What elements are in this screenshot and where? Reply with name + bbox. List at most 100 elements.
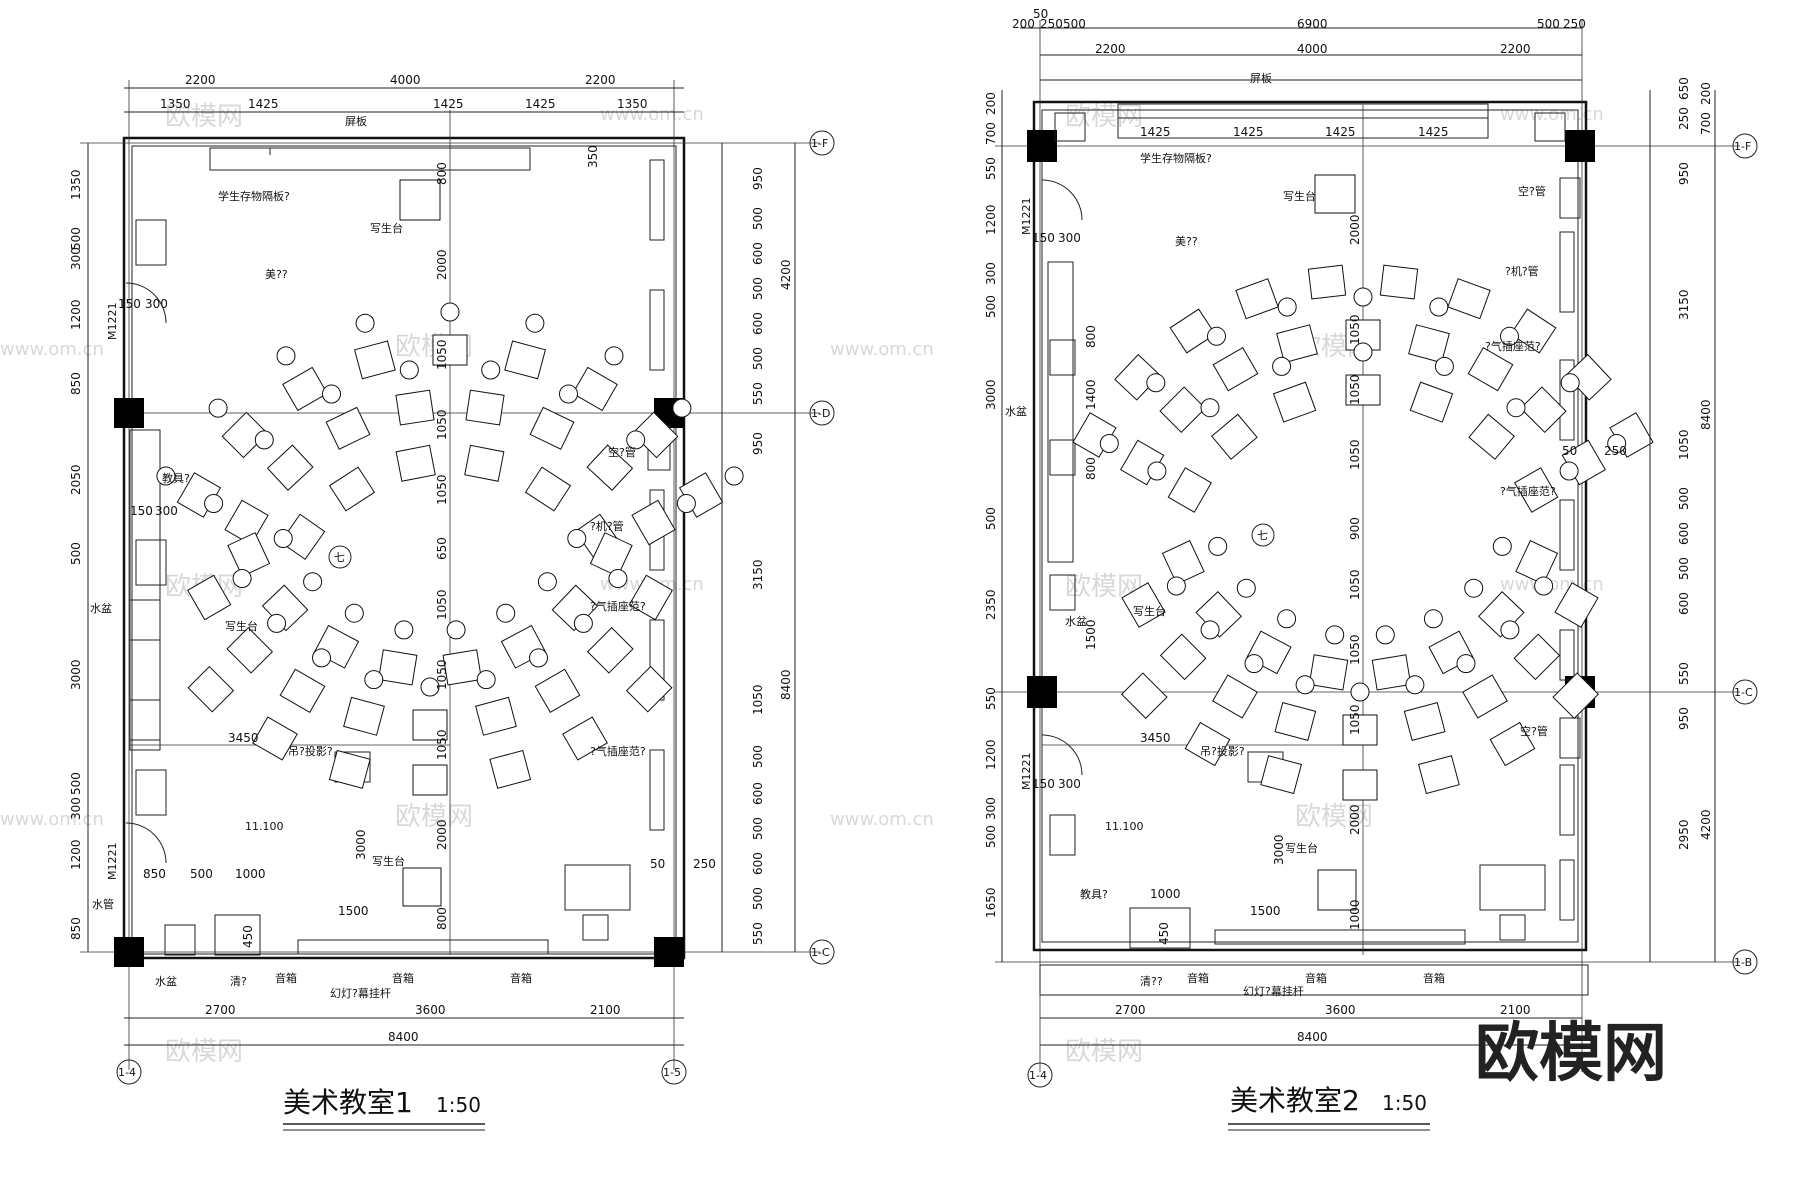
projector-desk xyxy=(564,864,631,911)
student-desk xyxy=(328,749,371,789)
stool xyxy=(567,529,587,548)
desk-arrangement xyxy=(156,302,744,796)
dim-label: 250 xyxy=(1604,444,1627,458)
student-desk xyxy=(1308,654,1349,691)
projector-rail xyxy=(1214,929,1466,945)
cabinet xyxy=(1559,359,1575,441)
svg-text:1-B: 1-B xyxy=(1734,956,1752,969)
dim-label: 2950 xyxy=(1677,819,1691,850)
dim-label: 150 xyxy=(1032,231,1055,245)
label-storage-shelf: 学生存物隔板? xyxy=(218,189,290,203)
dim-label: 300 xyxy=(984,797,998,820)
screen-board xyxy=(1117,103,1489,119)
dim-label: 600 xyxy=(1677,592,1691,615)
dim-label: 250 xyxy=(1677,107,1691,130)
dim-label: 500 xyxy=(190,867,213,881)
column xyxy=(1027,676,1057,708)
dim-label: 500 xyxy=(984,825,998,848)
dim-label: 50 xyxy=(1562,444,1577,458)
dim-label: 500 xyxy=(1063,17,1086,31)
stool xyxy=(1099,434,1119,453)
plan-scale: 1:50 xyxy=(436,1093,481,1117)
sink xyxy=(135,539,167,586)
student-desk xyxy=(1161,539,1205,585)
ac-pipe-unit xyxy=(1559,177,1581,219)
student-desk xyxy=(534,668,581,713)
watermark: 欧模网 xyxy=(165,1037,243,1067)
dim-label: 1050 xyxy=(1677,429,1691,460)
dim-label: 200 xyxy=(1012,17,1035,31)
dim-label: 1050 xyxy=(751,684,765,715)
student-desk xyxy=(1514,467,1559,513)
student-desk xyxy=(221,411,269,459)
dim-label: 2050 xyxy=(69,464,83,495)
student-desk xyxy=(1212,347,1259,392)
dim-label: 2200 xyxy=(185,73,216,87)
label-teaching-aids: 教具? xyxy=(162,472,190,485)
cabinet xyxy=(649,159,665,241)
stool xyxy=(537,572,557,592)
dim-label: 1050 xyxy=(1348,439,1362,470)
stool xyxy=(1277,609,1297,629)
dim-label: 2200 xyxy=(1500,42,1531,56)
dim-label: 950 xyxy=(751,167,765,190)
student-desk xyxy=(631,411,679,459)
label-projection-rail: 幻灯?幕挂杆 xyxy=(1243,984,1304,998)
cabinet xyxy=(1559,629,1575,681)
dim-label: 1050 xyxy=(435,659,449,690)
label-socket-range: ?气插座范? xyxy=(1500,484,1556,498)
dim-label: 500 xyxy=(751,207,765,230)
dim-label: 4000 xyxy=(390,73,421,87)
stool xyxy=(724,466,744,486)
label-easel: 写生台 xyxy=(1285,841,1318,855)
label-teaching-aids: 教具? xyxy=(1080,888,1108,901)
stool xyxy=(1434,356,1454,376)
dim-label: 850 xyxy=(69,917,83,940)
dim-label: 500 xyxy=(751,347,765,370)
dim-label: 250 xyxy=(693,857,716,871)
dim-label: 300 xyxy=(155,504,178,518)
label-easel: 写生台 xyxy=(1133,604,1166,618)
label-projection-rail: 幻灯?幕挂杆 xyxy=(330,986,391,1000)
desk-arrangement xyxy=(1072,264,1654,801)
dim-label: 150 xyxy=(118,297,141,311)
dim-label: 2000 xyxy=(1348,214,1362,245)
student-desk xyxy=(282,366,328,412)
plan-title: 美术教室1 xyxy=(283,1086,413,1119)
label-art: 美?? xyxy=(265,268,288,281)
stool xyxy=(446,620,466,640)
student-desk xyxy=(1417,755,1460,795)
label-easel: 写生台 xyxy=(225,619,258,633)
dim-label: 600 xyxy=(751,852,765,875)
chair xyxy=(582,914,609,941)
watermark-url: www.om.cn xyxy=(830,809,934,830)
dim-label: 4000 xyxy=(1297,42,1328,56)
dim-label: 1050 xyxy=(435,409,449,440)
dim-label: 850 xyxy=(69,372,83,395)
dim-label: 2200 xyxy=(1095,42,1126,56)
dim-label: 500 xyxy=(751,817,765,840)
dim-label: 950 xyxy=(1677,707,1691,730)
student-desk xyxy=(1342,769,1378,801)
svg-text:1-5: 1-5 xyxy=(663,1066,681,1079)
axis-bubble: 1-F xyxy=(809,130,835,156)
label-door: M1221 xyxy=(106,843,119,881)
stool xyxy=(1464,578,1484,598)
stool xyxy=(529,648,548,668)
cabinet xyxy=(1559,764,1575,836)
student-desk xyxy=(343,696,385,736)
label-sink: 水盆 xyxy=(1005,404,1027,418)
column xyxy=(654,937,684,967)
room-marker: 七 xyxy=(328,545,352,569)
dim-label: 1425 xyxy=(433,97,464,111)
dim-label: 3150 xyxy=(1677,289,1691,320)
stool xyxy=(1244,654,1264,674)
stool xyxy=(355,313,375,333)
student-desk xyxy=(1121,582,1166,628)
dim-label: 3000 xyxy=(69,659,83,690)
dim-label: 1050 xyxy=(1348,314,1362,345)
stool xyxy=(1277,297,1297,317)
dim-label: 250 xyxy=(1040,17,1063,31)
stool xyxy=(608,569,628,588)
student-desk xyxy=(1345,374,1381,406)
